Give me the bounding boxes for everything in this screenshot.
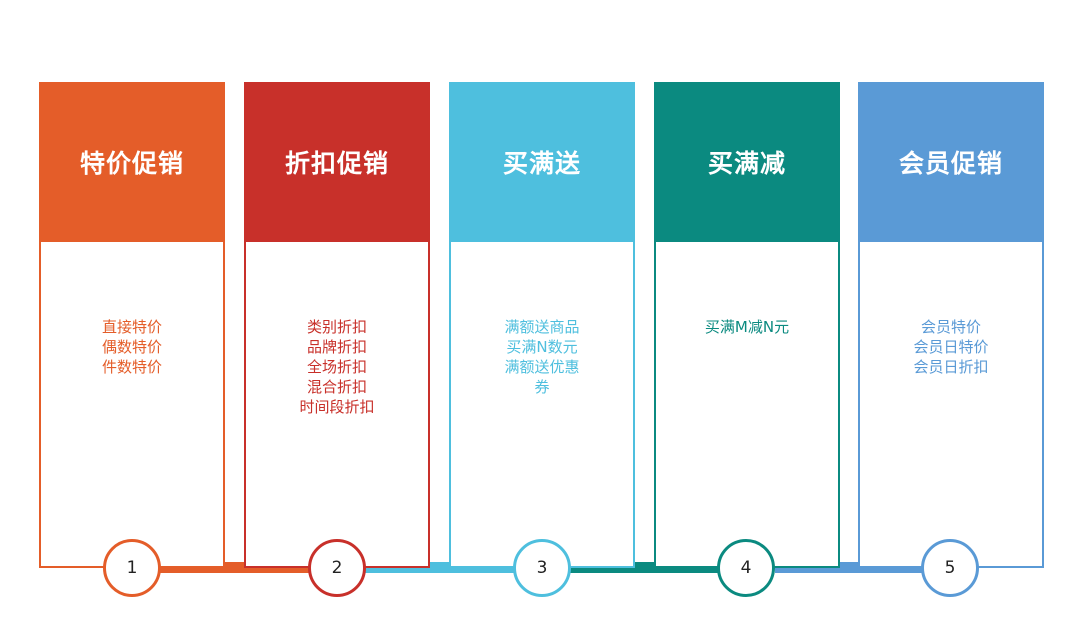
step-number-circle-3: 3	[513, 539, 571, 597]
step-item: 会员日折扣	[913, 358, 989, 376]
step-body-3: 满额送商品 买满N数元 满额送优惠 券	[449, 242, 635, 568]
step-number: 4	[740, 558, 752, 578]
step-item: 全场折扣	[306, 358, 367, 376]
step-title: 特价促销	[79, 149, 184, 178]
step-header-4: 买满减	[654, 82, 840, 242]
step-header-3: 买满送	[449, 82, 635, 242]
step-title: 买满送	[502, 149, 581, 178]
step-number: 5	[944, 558, 956, 578]
step-number-circle-2: 2	[308, 539, 366, 597]
step-item: 满额送商品	[504, 318, 580, 336]
step-card-1: 特价促销 直接特价 偶数特价 件数特价	[39, 82, 225, 568]
step-item: 时间段折扣	[299, 398, 375, 416]
step-card-5: 会员促销 会员特价 会员日特价 会员日折扣	[858, 82, 1044, 568]
step-item: 买满M减N元	[704, 318, 790, 336]
step-number-circle-4: 4	[717, 539, 775, 597]
step-card-4: 买满减 买满M减N元	[654, 82, 840, 568]
step-header-2: 折扣促销	[244, 82, 430, 242]
step-number: 1	[126, 558, 138, 578]
step-card-2: 折扣促销 类别折扣 品牌折扣 全场折扣 混合折扣 时间段折扣	[244, 82, 430, 568]
step-item: 品牌折扣	[306, 338, 367, 356]
step-items: 类别折扣 品牌折扣 全场折扣 混合折扣 时间段折扣	[246, 317, 428, 417]
step-body-1: 直接特价 偶数特价 件数特价	[39, 242, 225, 568]
step-item: 会员日特价	[913, 338, 989, 356]
step-header-5: 会员促销	[858, 82, 1044, 242]
step-item: 类别折扣	[306, 318, 367, 336]
step-item: 满额送优惠	[504, 358, 580, 376]
step-number: 3	[536, 558, 548, 578]
step-header-1: 特价促销	[39, 82, 225, 242]
step-items: 直接特价 偶数特价 件数特价	[41, 317, 223, 377]
step-items: 买满M减N元	[656, 317, 838, 337]
step-item: 混合折扣	[306, 378, 367, 396]
step-body-4: 买满M减N元	[654, 242, 840, 568]
step-title: 会员促销	[898, 149, 1003, 178]
step-title: 买满减	[707, 149, 786, 178]
step-body-2: 类别折扣 品牌折扣 全场折扣 混合折扣 时间段折扣	[244, 242, 430, 568]
step-items: 满额送商品 买满N数元 满额送优惠 券	[451, 317, 633, 397]
step-item: 直接特价	[101, 318, 162, 336]
step-number-circle-1: 1	[103, 539, 161, 597]
step-item: 会员特价	[920, 318, 981, 336]
step-number-circle-5: 5	[921, 539, 979, 597]
step-item: 券	[534, 378, 550, 396]
step-card-3: 买满送 满额送商品 买满N数元 满额送优惠 券	[449, 82, 635, 568]
step-item: 偶数特价	[101, 338, 162, 356]
step-item: 件数特价	[101, 358, 162, 376]
step-title: 折扣促销	[284, 149, 389, 178]
step-body-5: 会员特价 会员日特价 会员日折扣	[858, 242, 1044, 568]
step-items: 会员特价 会员日特价 会员日折扣	[860, 317, 1042, 377]
step-number: 2	[331, 558, 343, 578]
step-item: 买满N数元	[506, 338, 578, 356]
